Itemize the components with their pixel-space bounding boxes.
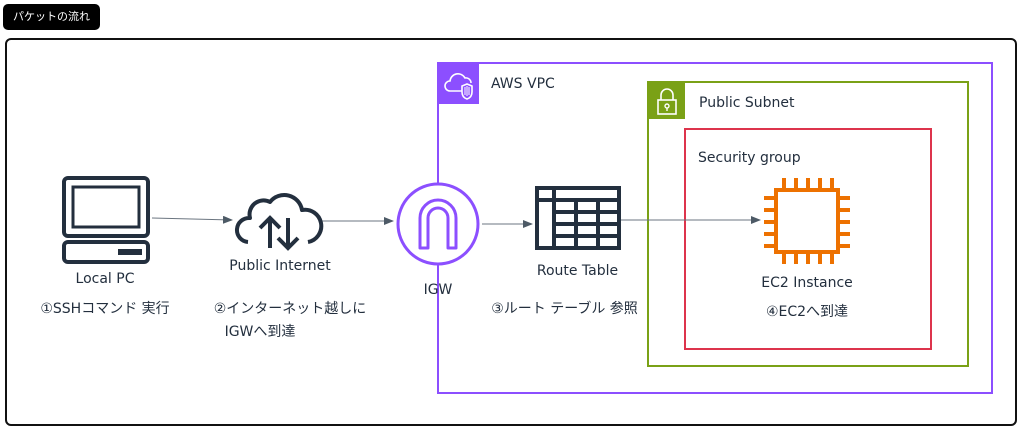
step-2-text-line2: IGWへ到達 xyxy=(224,324,296,340)
igw-label: IGW xyxy=(423,282,453,298)
lock-icon xyxy=(649,83,685,119)
step-1-text: ①SSHコマンド 実行 xyxy=(40,301,170,317)
diagram-title: パケットの流れ xyxy=(3,4,100,30)
cloud-upload-download-icon xyxy=(235,193,324,251)
route-table-label: Route Table xyxy=(536,263,619,279)
vpc-cloud-shield-icon xyxy=(439,64,479,104)
step-4-text: ④EC2へ到達 xyxy=(765,304,849,320)
vpc-label: AWS VPC xyxy=(491,76,555,92)
edge-pc-internet xyxy=(151,215,233,224)
ec2-instance-icon xyxy=(764,178,850,264)
internet-gateway-icon xyxy=(396,182,480,266)
vpc-container: AWS VPC xyxy=(437,62,993,394)
step-3-text: ③ルート テーブル 参照 xyxy=(491,301,638,317)
local-pc-label: Local PC xyxy=(75,271,135,287)
desktop-computer-icon xyxy=(62,176,150,264)
subnet-label: Public Subnet xyxy=(699,95,795,111)
step-2-text-line1: ②インターネット越しに xyxy=(213,301,367,317)
route-table-icon xyxy=(535,186,621,250)
security-group-container: Security group xyxy=(684,128,932,350)
security-group-label: Security group xyxy=(698,150,801,166)
public-internet-label: Public Internet xyxy=(229,258,331,274)
public-subnet-container: Public Subnet xyxy=(647,81,969,367)
ec2-instance-label: EC2 Instance xyxy=(761,275,853,291)
diagram-frame xyxy=(5,38,1017,426)
